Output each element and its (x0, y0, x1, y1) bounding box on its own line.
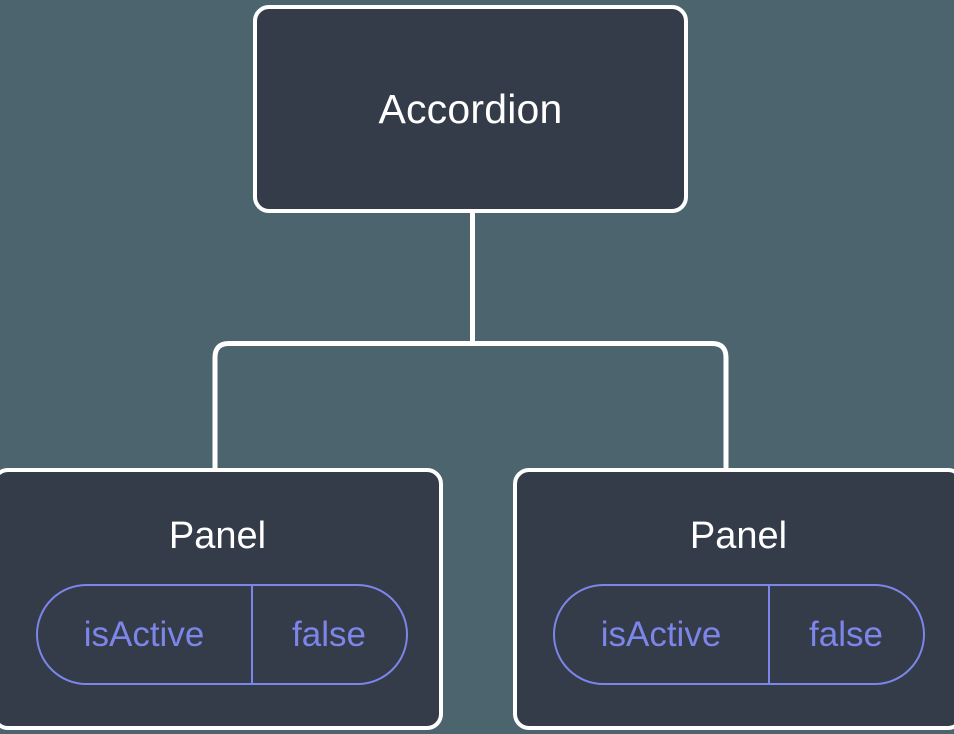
state-badge[interactable]: isActive false (35, 584, 408, 685)
node-label: Panel (168, 515, 267, 557)
connector-branch-left (212, 341, 473, 471)
connector-branch-right (472, 341, 729, 471)
node-label: Panel (689, 515, 788, 557)
state-value: false (809, 615, 883, 654)
node-panel-2[interactable]: Panel isActive false (513, 468, 954, 730)
state-value: false (292, 615, 366, 654)
state-key: isActive (38, 586, 253, 683)
node-panel-1[interactable]: Panel isActive false (0, 468, 443, 730)
node-label: Accordion (378, 85, 563, 132)
node-accordion[interactable]: Accordion (253, 5, 688, 213)
state-key: isActive (555, 586, 770, 683)
state-badge[interactable]: isActive false (552, 584, 925, 685)
